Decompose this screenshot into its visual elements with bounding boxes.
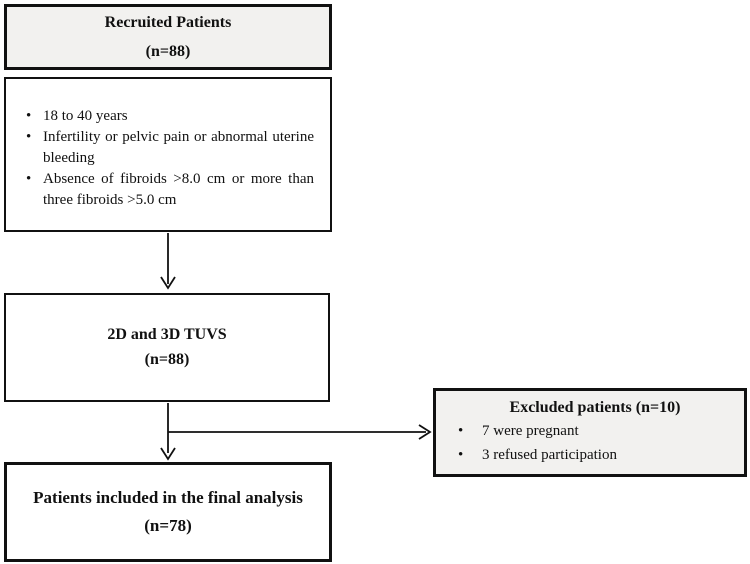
- tuvs-title: 2D and 3D TUVS: [107, 326, 227, 343]
- arrow-tuvs-to-final: [160, 403, 176, 461]
- excluded-patients-box: Excluded patients (n=10) 7 were pregnant…: [433, 388, 747, 477]
- eligibility-criteria-box: 18 to 40 years Infertility or pelvic pai…: [4, 77, 332, 232]
- criteria-item-fibroids: Absence of fibroids >8.0 cm or more than…: [26, 169, 314, 211]
- excluded-patients-title: Excluded patients (n=10): [509, 399, 681, 416]
- excluded-bullet-list: 7 were pregnant 3 refused participation: [458, 419, 732, 467]
- recruited-patients-count: (n=88): [145, 42, 191, 60]
- criteria-item-indication: Infertility or pelvic pain or abnormal u…: [26, 127, 314, 169]
- recruited-patients-title: Recruited Patients: [104, 13, 232, 31]
- excluded-item-pregnant: 7 were pregnant: [458, 419, 732, 443]
- arrow-tuvs-to-excluded: [168, 424, 432, 440]
- tuvs-box: 2D and 3D TUVS (n=88): [4, 293, 330, 402]
- final-analysis-count: (n=78): [144, 516, 192, 535]
- arrow-recruited-to-tuvs: [160, 233, 176, 290]
- tuvs-count: (n=88): [144, 351, 190, 368]
- criteria-item-age: 18 to 40 years: [26, 106, 314, 127]
- recruited-patients-box: Recruited Patients (n=88): [4, 4, 332, 70]
- final-analysis-title: Patients included in the final analysis: [33, 488, 303, 507]
- final-analysis-box: Patients included in the final analysis …: [4, 462, 332, 562]
- excluded-item-refused: 3 refused participation: [458, 443, 732, 467]
- criteria-bullet-list: 18 to 40 years Infertility or pelvic pai…: [26, 106, 314, 211]
